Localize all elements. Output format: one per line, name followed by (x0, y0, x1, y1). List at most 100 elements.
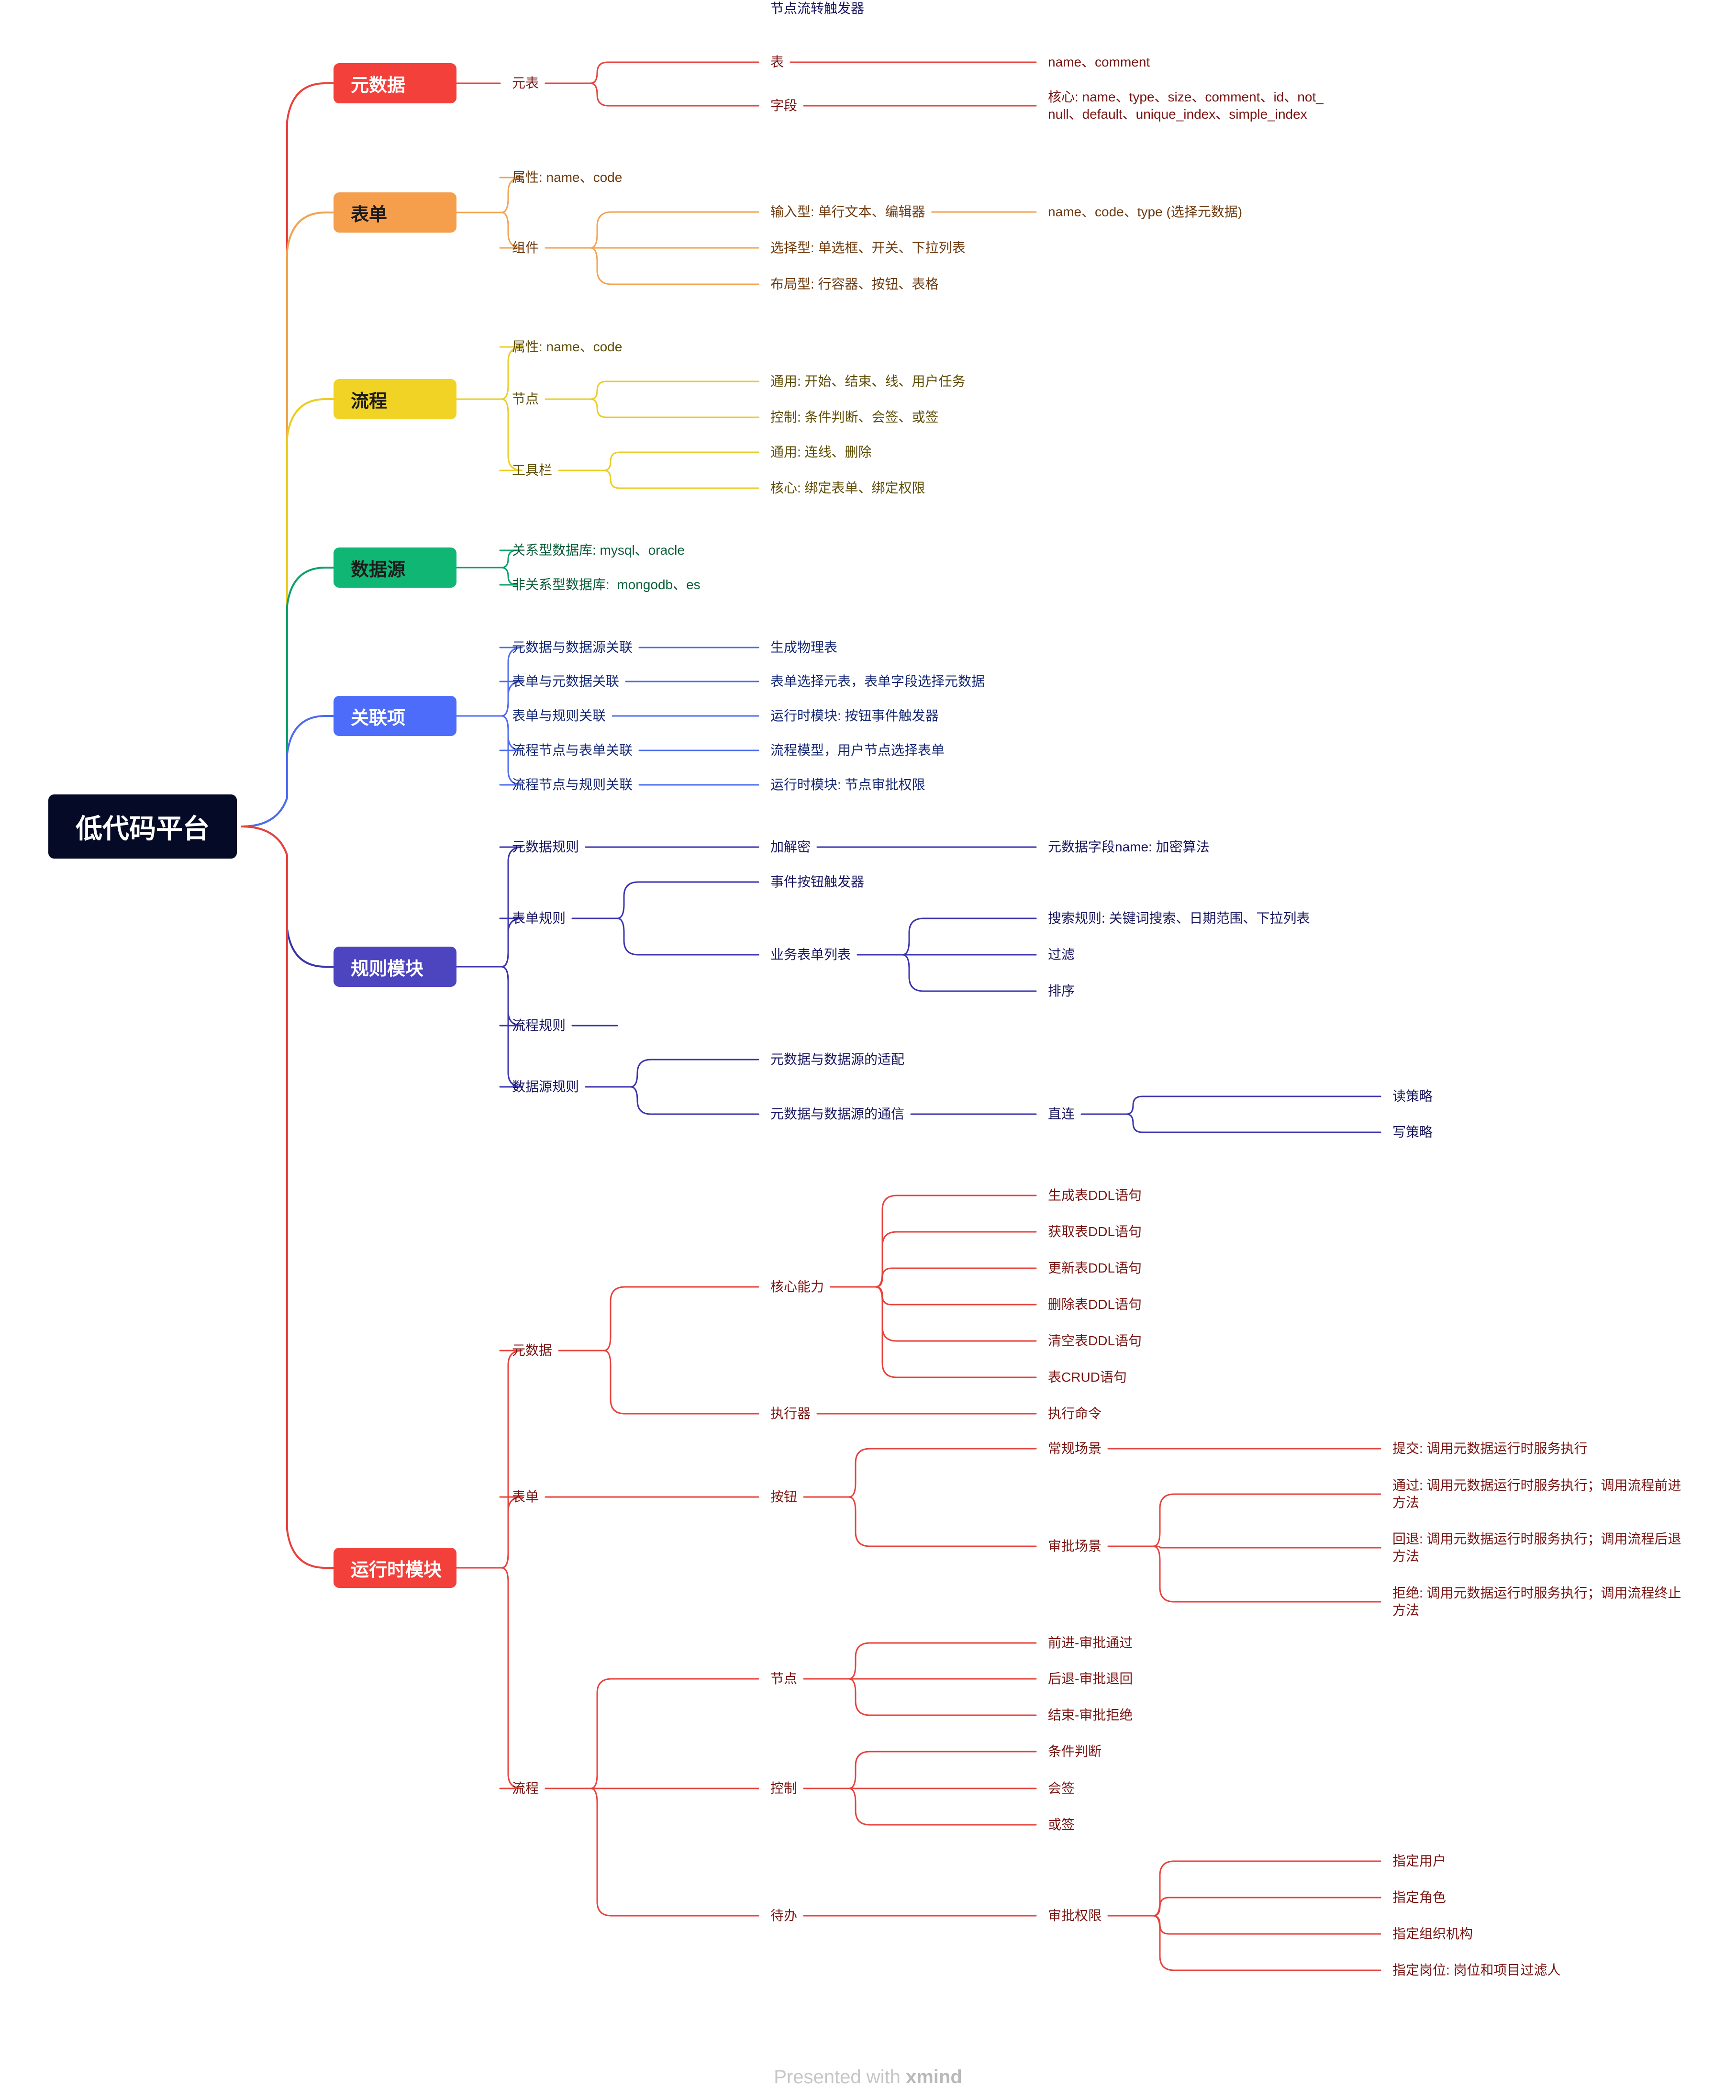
branch-connector (590, 82, 759, 107)
topic-level-1[interactable]: 元数据规则 (512, 839, 579, 854)
topic-level-1[interactable]: 流程规则 (512, 1018, 566, 1033)
main-topic-biaodan[interactable]: 表单 (334, 192, 456, 233)
branch-connector (241, 826, 334, 1569)
topic-level-3[interactable]: 审批权限 (1048, 1908, 1102, 1923)
topic-level-3[interactable]: 表CRUD语句 (1048, 1370, 1127, 1385)
branch-connector (590, 211, 759, 249)
topic-level-1[interactable]: 表单 (512, 1489, 539, 1504)
main-topic-shujuyuan[interactable]: 数据源 (334, 547, 456, 588)
branch-connector (1152, 1545, 1381, 1549)
topic-level-3[interactable]: 直连 (1048, 1106, 1075, 1121)
topic-level-4[interactable]: 指定用户 (1392, 1854, 1447, 1868)
topic-level-2[interactable]: 通用: 连线、删除 (770, 445, 872, 459)
topic-level-1[interactable]: 表单规则 (512, 911, 566, 926)
topic-level-4[interactable]: 通过: 调用元数据运行时服务执行；调用流程前进 方法 (1392, 1478, 1681, 1510)
topic-level-1[interactable]: 工具栏 (512, 463, 553, 478)
topic-level-3[interactable]: 排序 (1048, 983, 1075, 998)
topic-level-2[interactable]: 元数据与数据源的通信 (770, 1106, 905, 1121)
topic-level-2[interactable]: 元数据与数据源的适配 (770, 1052, 905, 1067)
topic-level-2[interactable]: 布局型: 行容器、按钮、表格 (770, 277, 939, 291)
topic-level-2[interactable]: 节点 (770, 1671, 798, 1686)
branch-connector (499, 966, 523, 1088)
main-topic-guize[interactable]: 规则模块 (334, 947, 456, 987)
topic-level-1[interactable]: 流程 (512, 1781, 539, 1796)
topic-level-4[interactable]: 回退: 调用元数据运行时服务执行；调用流程后退 方法 (1392, 1531, 1681, 1564)
topic-level-2[interactable]: 核心: 绑定表单、绑定权限 (770, 480, 925, 495)
topic-level-1[interactable]: 非关系型数据库: mongodb、es (512, 577, 701, 592)
topic-level-1[interactable]: 属性: name、code (512, 170, 623, 185)
topic-level-2[interactable]: 运行时模块: 节点审批权限 (770, 777, 925, 792)
topic-level-1[interactable]: 元表 (512, 76, 539, 90)
branch-connector (499, 177, 523, 213)
main-topic-guanlianxiang[interactable]: 关联项 (334, 696, 456, 736)
topic-level-4[interactable]: 指定岗位: 岗位和项目过滤人 (1392, 1963, 1561, 1977)
topic-level-3[interactable]: 更新表DDL语句 (1048, 1261, 1142, 1275)
topic-level-3[interactable]: 清空表DDL语句 (1048, 1333, 1142, 1348)
main-topic-yunxingshi[interactable]: 运行时模块 (334, 1548, 456, 1588)
topic-level-3[interactable]: 条件判断 (1048, 1744, 1102, 1759)
topic-level-3[interactable]: 元数据字段name: 加密算法 (1048, 839, 1210, 854)
topic-level-3[interactable]: 过滤 (1048, 947, 1075, 962)
topic-level-3[interactable]: 会签 (1048, 1781, 1075, 1796)
topic-level-3[interactable]: 执行命令 (1048, 1406, 1102, 1421)
topic-level-2[interactable]: 按钮 (770, 1489, 798, 1504)
branch-connector (901, 917, 1037, 956)
topic-level-2[interactable]: 执行器 (770, 1406, 811, 1421)
topic-level-1[interactable]: 组件 (512, 240, 539, 255)
topic-level-4[interactable]: 指定角色 (1392, 1890, 1447, 1905)
topic-level-2[interactable]: 控制 (770, 1781, 798, 1796)
topic-level-3[interactable]: 前进-审批通过 (1048, 1635, 1133, 1650)
topic-level-3[interactable]: 核心: name、type、size、comment、id、not_ null、… (1048, 89, 1324, 122)
topic-level-3[interactable]: 生成表DDL语句 (1048, 1188, 1142, 1203)
topic-level-4[interactable]: 写策略 (1392, 1125, 1433, 1139)
topic-level-2[interactable]: 业务表单列表 (770, 947, 851, 962)
branch-connector (616, 881, 759, 919)
topic-level-2[interactable]: 生成物理表 (770, 640, 838, 655)
topic-level-1[interactable]: 属性: name、code (512, 339, 623, 354)
topic-level-2[interactable]: 事件按钮触发器 (770, 874, 865, 889)
topic-level-1[interactable]: 表单与规则关联 (512, 708, 606, 723)
topic-level-2[interactable]: 运行时模块: 按钮事件触发器 (770, 708, 939, 723)
topic-level-4[interactable]: 读策略 (1392, 1089, 1433, 1104)
topic-level-3[interactable]: name、comment (1048, 55, 1150, 69)
topic-level-2[interactable]: 通用: 开始、结束、线、用户任务 (770, 374, 966, 389)
topic-level-3[interactable]: 搜索规则: 关键词搜索、日期范围、下拉列表 (1048, 911, 1310, 926)
topic-level-4[interactable]: 指定组织机构 (1392, 1926, 1473, 1941)
main-topic-liucheng[interactable]: 流程 (334, 379, 456, 419)
branch-connector (499, 846, 523, 968)
topic-level-2[interactable]: 表 (770, 55, 784, 69)
topic-level-1[interactable]: 元数据 (512, 1343, 553, 1358)
topic-level-3[interactable]: 后退-审批退回 (1048, 1671, 1133, 1686)
topic-level-1[interactable]: 元数据与数据源关联 (512, 640, 633, 655)
topic-level-1[interactable]: 数据源规则 (512, 1079, 579, 1094)
topic-level-2[interactable]: 输入型: 单行文本、编辑器 (770, 204, 925, 219)
topic-level-2[interactable]: 选择型: 单选框、开关、下拉列表 (770, 240, 966, 255)
topic-level-3[interactable]: 获取表DDL语句 (1048, 1224, 1142, 1239)
branch-connector (499, 549, 517, 569)
topic-level-3[interactable]: 审批场景 (1048, 1539, 1102, 1553)
topic-level-2[interactable]: 待办 (770, 1908, 798, 1923)
topic-level-3[interactable]: 常规场景 (1048, 1441, 1102, 1456)
topic-level-4[interactable]: 提交: 调用元数据运行时服务执行 (1392, 1441, 1588, 1456)
topic-level-2[interactable]: 核心能力 (770, 1279, 824, 1294)
topic-level-2[interactable]: 流程模型，用户节点选择表单 (770, 743, 945, 758)
topic-level-2[interactable]: 表单选择元表，表单字段选择元数据 (770, 674, 985, 689)
main-topic-yuanshuju[interactable]: 元数据 (334, 63, 456, 103)
branch-connector (848, 1642, 1037, 1680)
topic-level-3[interactable]: 结束-审批拒绝 (1048, 1708, 1133, 1722)
topic-level-2[interactable]: 节点流转触发器 (770, 1, 865, 16)
topic-level-2[interactable]: 控制: 条件判断、会签、或签 (770, 410, 939, 424)
topic-level-1[interactable]: 节点 (512, 391, 539, 406)
topic-level-3[interactable]: 或签 (1048, 1817, 1075, 1832)
topic-level-3[interactable]: 删除表DDL语句 (1048, 1297, 1142, 1312)
topic-level-4[interactable]: 拒绝: 调用元数据运行时服务执行；调用流程终止 方法 (1392, 1586, 1681, 1618)
topic-level-1[interactable]: 流程节点与规则关联 (512, 777, 633, 792)
topic-level-1[interactable]: 流程节点与表单关联 (512, 743, 633, 758)
topic-level-1[interactable]: 表单与元数据关联 (512, 674, 620, 689)
root-topic[interactable]: 低代码平台 (48, 794, 237, 859)
topic-level-3[interactable]: name、code、type (选择元数据) (1048, 204, 1243, 219)
topic-level-2[interactable]: 加解密 (770, 839, 811, 854)
topic-level-2[interactable]: 字段 (770, 98, 798, 113)
topic-level-1[interactable]: 关系型数据库: mysql、oracle (512, 543, 685, 558)
